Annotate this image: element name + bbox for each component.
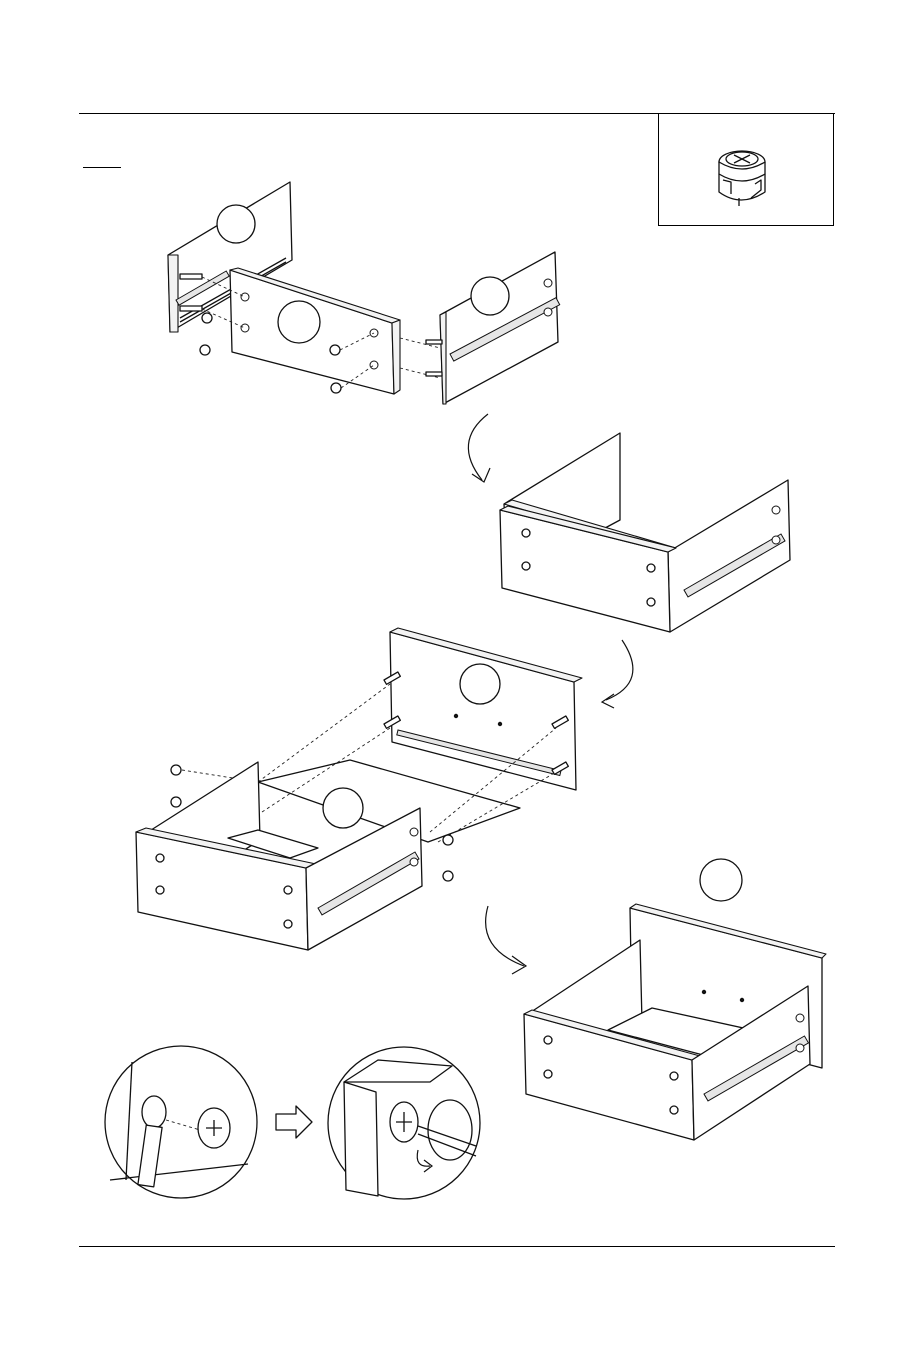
step1-assembled-frame [500, 433, 790, 632]
part-badge-drawer [700, 859, 742, 901]
right-arrow-icon [276, 1106, 312, 1138]
step1-exploded-panels [168, 182, 560, 404]
part-badge-front [278, 301, 320, 343]
finished-drawer [524, 859, 826, 1140]
screwdriver-insert-cam-icon [105, 1046, 257, 1198]
cam-lock-icon [171, 797, 181, 807]
tighten-cam-clockwise-icon [328, 1047, 480, 1199]
part-badge-back [460, 664, 500, 704]
step-arrow-icon [606, 640, 633, 700]
step2-exploded-back-bottom [136, 628, 582, 950]
part-badge-bottom [323, 788, 363, 828]
cam-lock-icon [200, 313, 212, 355]
cam-lock-icon [443, 835, 453, 845]
step-arrow-icon [486, 906, 524, 966]
cam-lock-icon [330, 345, 340, 355]
part-badge-right-side [471, 277, 509, 315]
cam-lock-icon [443, 871, 453, 881]
cam-lock-icon [331, 383, 341, 393]
step-arrow-icon [468, 414, 488, 480]
part-badge-left-side [217, 205, 255, 243]
cam-lock-icon [171, 765, 181, 775]
footer-rule [79, 1246, 835, 1247]
